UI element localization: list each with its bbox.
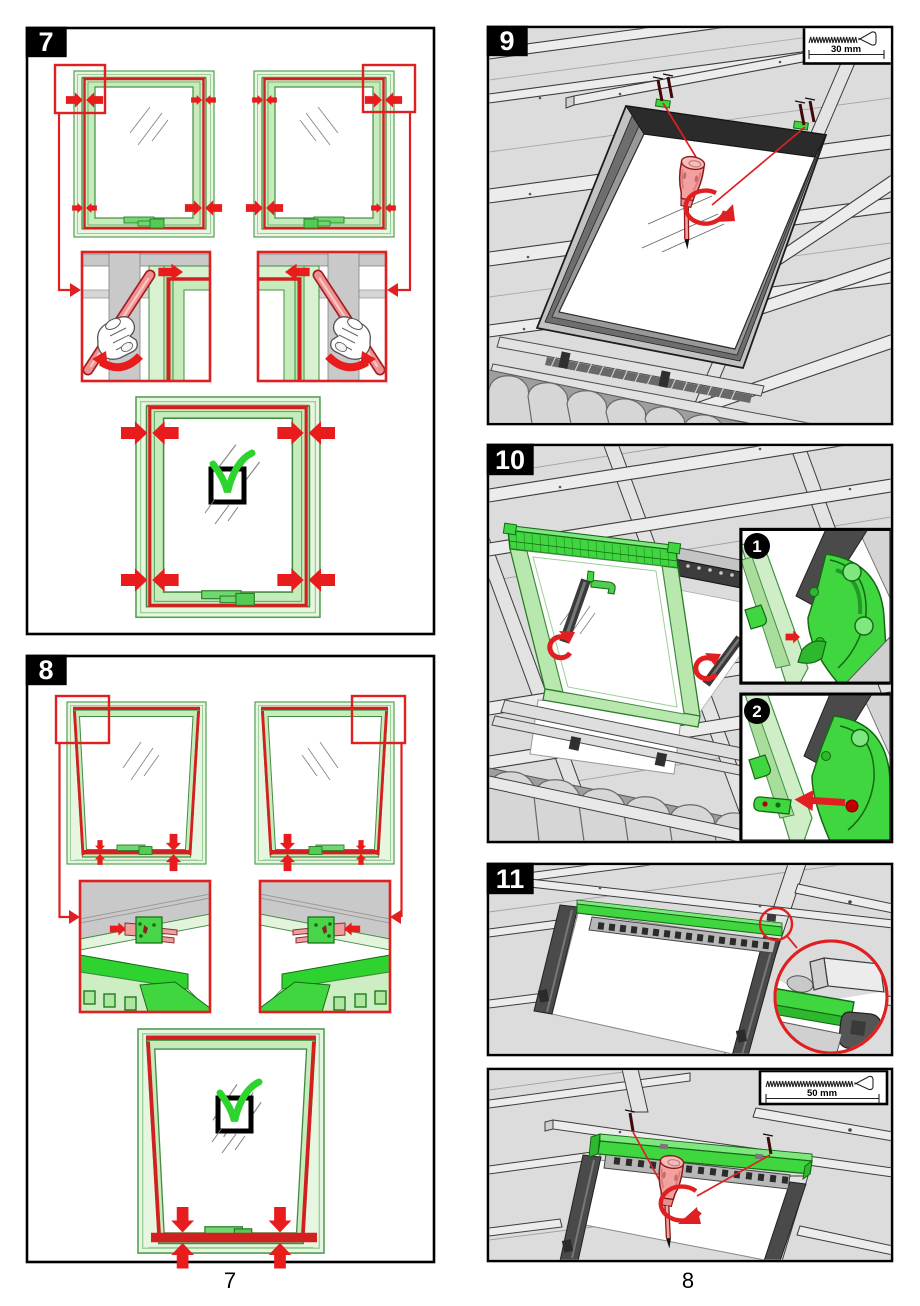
svg-text:7: 7 (38, 27, 53, 57)
svg-text:11: 11 (496, 864, 525, 894)
svg-text:8: 8 (38, 655, 53, 685)
svg-text:2: 2 (752, 702, 761, 721)
svg-text:9: 9 (499, 26, 514, 56)
svg-text:50 mm: 50 mm (807, 1088, 837, 1099)
svg-text:1: 1 (752, 537, 761, 556)
svg-text:7: 7 (224, 1268, 236, 1293)
svg-text:30 mm: 30 mm (831, 44, 861, 55)
svg-text:10: 10 (495, 445, 525, 475)
svg-text:8: 8 (682, 1268, 694, 1293)
